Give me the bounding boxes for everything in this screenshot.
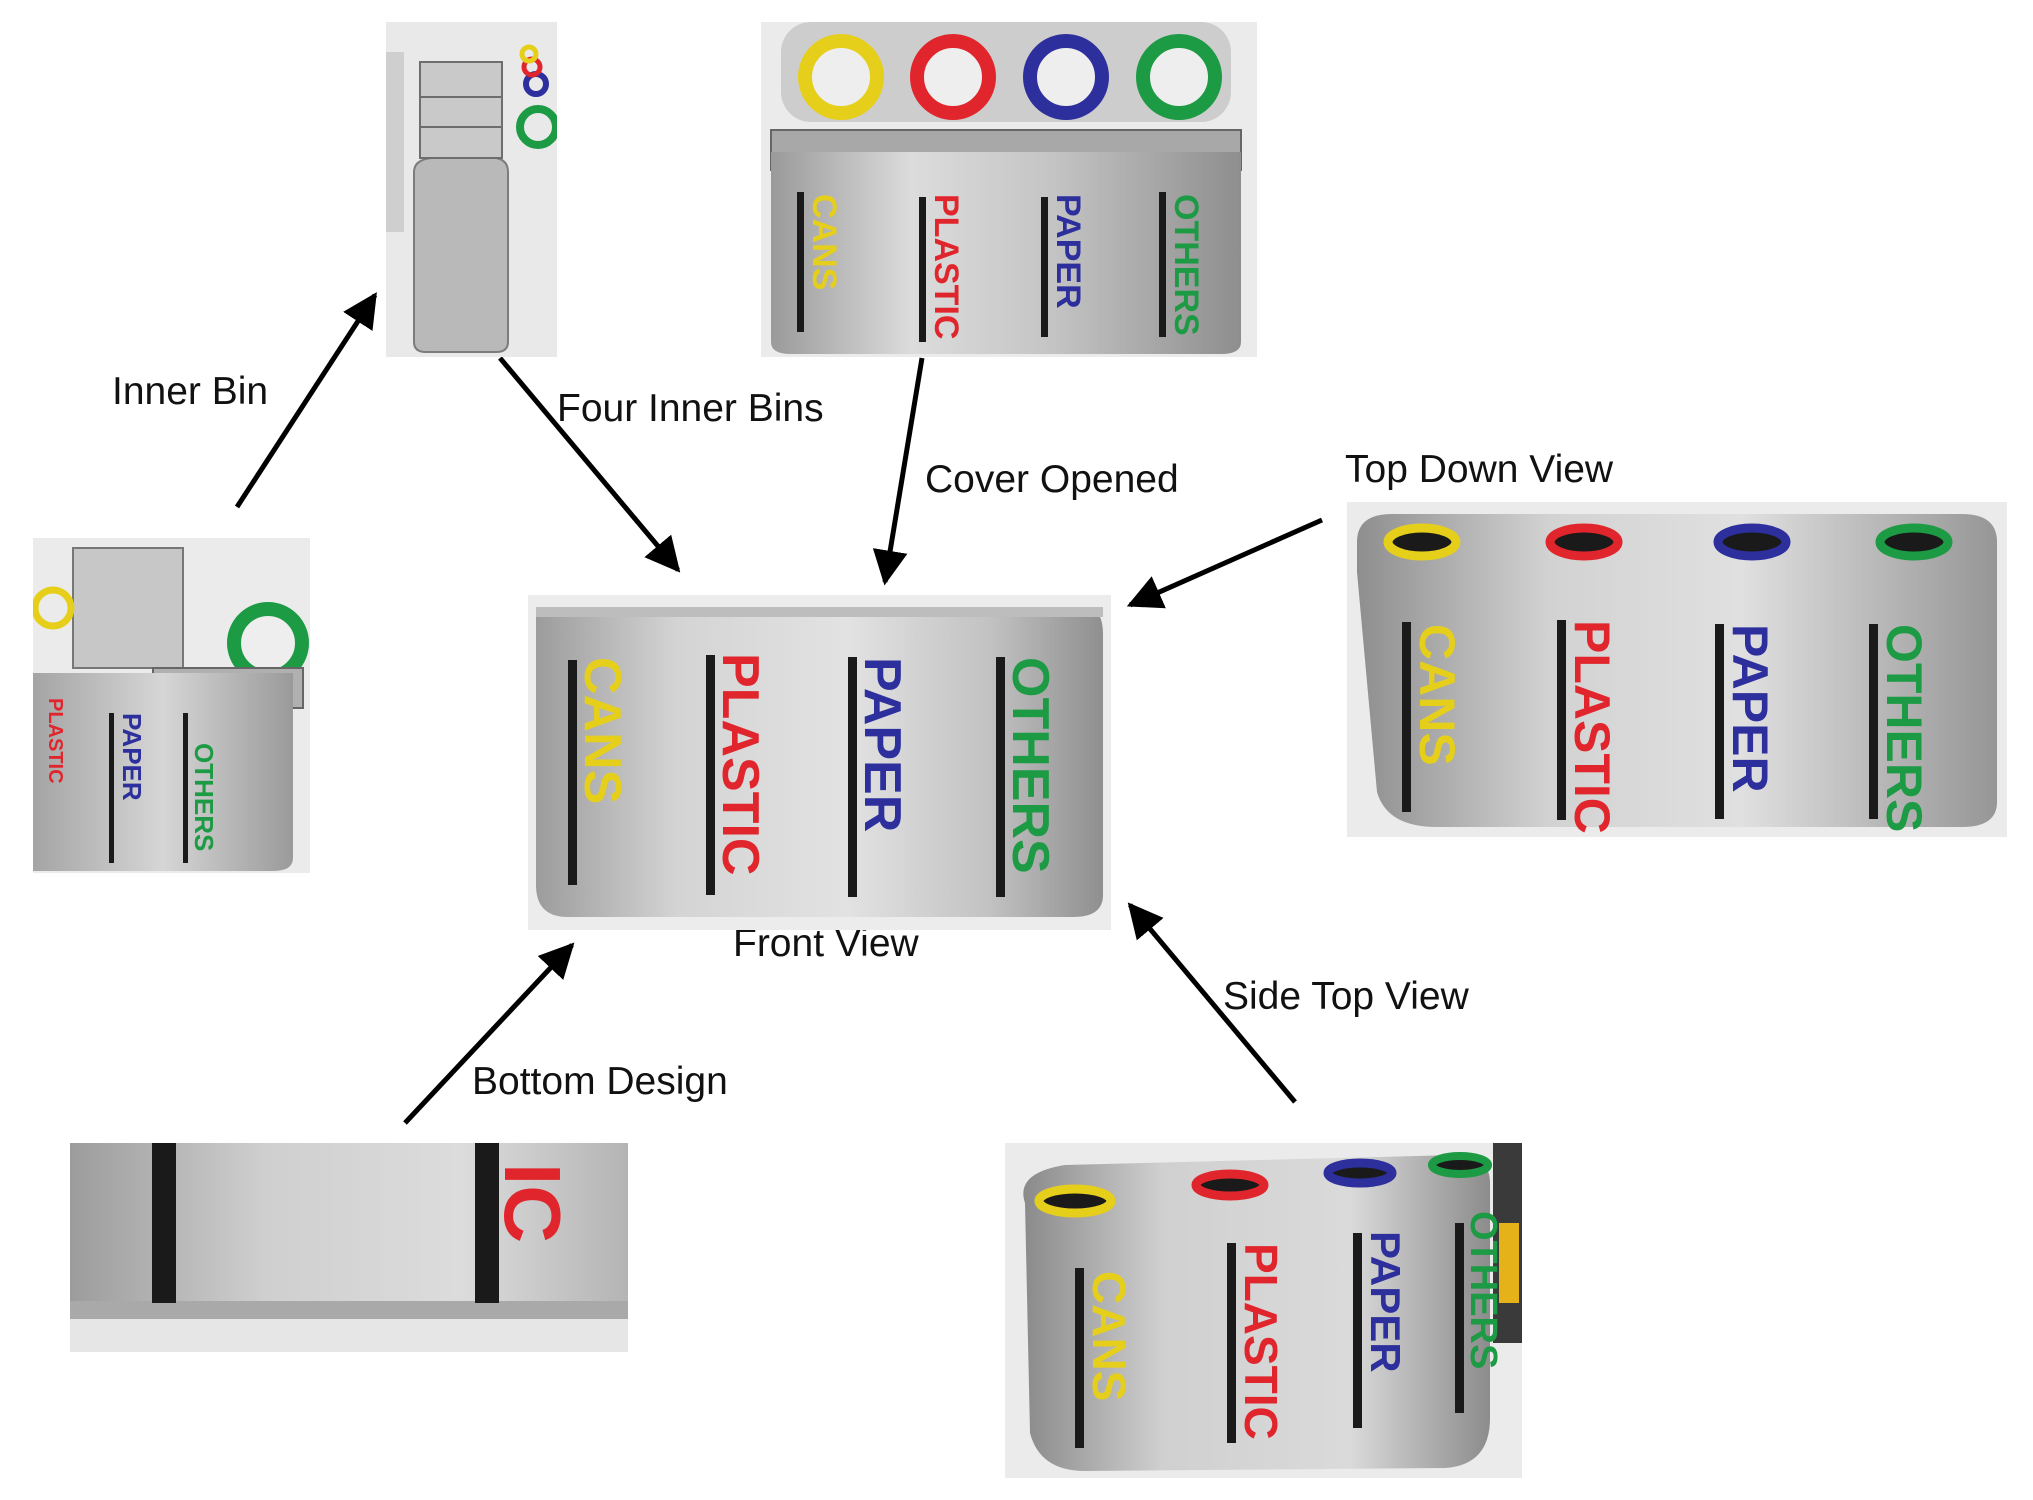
arrow-inner-bin	[234, 292, 378, 509]
photo-side-top-view: CANS PLASTIC PAPER OTHERS	[1005, 1143, 1522, 1478]
label-others-side: OTHERS	[1462, 1211, 1504, 1369]
caption-inner-bin: Inner Bin	[112, 370, 269, 413]
label-plastic-fragment: IC	[488, 1163, 577, 1243]
label-plastic-side: PLASTIC	[1235, 1243, 1287, 1440]
label-paper-top: PAPER	[1722, 624, 1778, 793]
label-cans-cover: CANS	[805, 194, 843, 290]
caption-bottom-design: Bottom Design	[472, 1060, 728, 1103]
photo-cover-opened: CANS PLASTIC PAPER OTHERS	[761, 22, 1257, 357]
label-paper-side: PAPER	[1362, 1231, 1409, 1373]
label-plastic-inner: PLASTIC	[44, 698, 66, 784]
caption-side-top-view: Side Top View	[1223, 975, 1469, 1018]
label-paper-inner: PAPER	[117, 713, 147, 801]
photo-top-down-view: CANS PLASTIC PAPER OTHERS	[1347, 502, 2007, 837]
label-cans-front: CANS	[573, 657, 631, 804]
caption-four-inner-bins: Four Inner Bins	[557, 387, 824, 430]
label-others-cover: OTHERS	[1167, 194, 1205, 336]
photo-four-inner-bins: PLASTIC PAPER OTHERS	[33, 538, 310, 873]
label-others-top: OTHERS	[1876, 624, 1932, 832]
photo-inner-bin	[386, 22, 557, 357]
arrow-side-top	[1127, 902, 1297, 1104]
label-plastic-cover: PLASTIC	[927, 194, 965, 339]
arrow-cover-opened	[872, 357, 925, 586]
label-cans-side: CANS	[1083, 1271, 1135, 1401]
label-paper-cover: PAPER	[1049, 194, 1087, 309]
photo-front-view: CANS PLASTIC PAPER OTHERS	[528, 595, 1111, 930]
caption-cover-opened: Cover Opened	[925, 458, 1179, 501]
arrow-bottom-design	[403, 942, 575, 1125]
label-others-inner: OTHERS	[189, 743, 219, 851]
arrow-top-down	[1126, 517, 1324, 609]
label-plastic-front: PLASTIC	[711, 653, 769, 875]
label-cans-top: CANS	[1409, 624, 1465, 766]
label-plastic-top: PLASTIC	[1564, 620, 1620, 834]
label-paper-front: PAPER	[853, 657, 911, 832]
label-others-front: OTHERS	[1001, 657, 1059, 874]
photo-bottom-design: IC	[70, 1143, 628, 1352]
caption-top-down-view: Top Down View	[1345, 448, 1614, 491]
arrow-four-inner-bins	[498, 356, 681, 573]
